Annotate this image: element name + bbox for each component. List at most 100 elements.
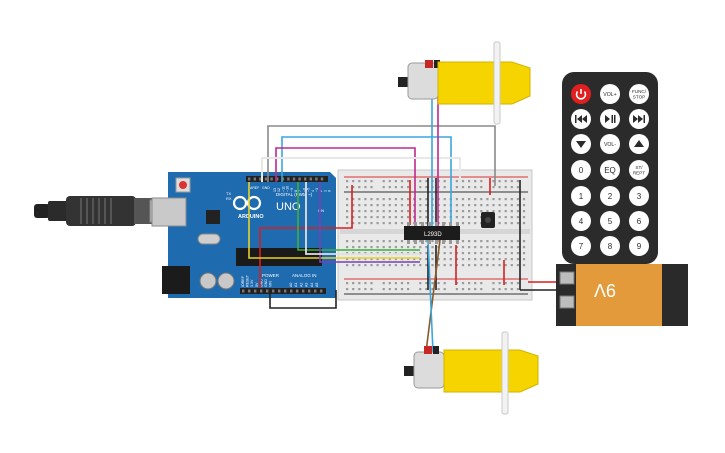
remote-button-label: 8 — [608, 242, 613, 251]
remote-button-digit-2[interactable]: 2 — [600, 186, 620, 206]
remote-button-down[interactable] — [571, 134, 591, 154]
wire-magenta-loop[interactable] — [275, 147, 416, 232]
wire-gray-loop[interactable] — [267, 125, 496, 186]
pin-label: RESET — [246, 274, 250, 287]
remote-button-digit-7[interactable]: 7 — [571, 236, 591, 256]
pin-label: 7 — [298, 190, 302, 192]
remote-button-label: 4 — [579, 217, 584, 226]
pin-label: 4 — [311, 190, 315, 192]
remote-button-label: FUNC/ — [632, 89, 647, 94]
remote-button-label: VOL- — [604, 142, 616, 148]
pin-label: 1 — [323, 190, 327, 192]
pin-label: A3 — [305, 283, 309, 287]
digital-header-label: DIGITAL (PWM ~) — [276, 192, 313, 197]
remote-button-digit-3[interactable]: 3 — [629, 186, 649, 206]
power-icon — [575, 89, 587, 100]
tx-label: TX — [226, 191, 231, 196]
remote-button-label: 9 — [637, 242, 642, 251]
fast-forward-icon — [633, 115, 645, 123]
analog-header-label: ANALOG IN — [292, 273, 317, 278]
wire-green-signal[interactable] — [297, 182, 420, 251]
battery-9v[interactable]: 9V — [556, 264, 688, 326]
atmega-chip — [236, 248, 322, 266]
pin-label: 8 — [294, 190, 298, 192]
pin-label: GND — [264, 279, 268, 287]
capacitor — [199, 272, 217, 290]
rx-label: RX — [226, 196, 232, 201]
remote-button-label: EQ — [604, 166, 616, 175]
remote-button-label: 1 — [579, 192, 584, 201]
pin-label: ~9 — [290, 188, 294, 192]
remote-button-func-stop[interactable]: FUNC/STOP — [629, 84, 649, 104]
remote-button-digit-6[interactable]: 6 — [629, 211, 649, 231]
usb-jack — [151, 197, 187, 227]
wire-white-signal[interactable] — [305, 182, 420, 255]
gnd-label: GND — [262, 186, 270, 190]
triangle-up-icon — [634, 140, 644, 147]
remote-button-digit-9[interactable]: 9 — [629, 236, 649, 256]
remote-button-label: 0 — [579, 166, 584, 175]
remote-button-eq[interactable]: EQ — [600, 160, 620, 180]
remote-button-digit-1[interactable]: 1 — [571, 186, 591, 206]
wire-purple-signal[interactable] — [319, 182, 420, 263]
wire-white-loop[interactable] — [261, 157, 461, 190]
remote-button-vol-up[interactable]: VOL+ — [600, 84, 620, 104]
l293d-chip[interactable]: L293D — [404, 222, 460, 244]
pin-label: A1 — [294, 283, 298, 287]
pin-label: VIN — [269, 281, 273, 287]
pin-label: 2 — [319, 190, 323, 192]
pin-label: IOREF — [241, 275, 245, 287]
remote-button-digit-4[interactable]: 4 — [571, 211, 591, 231]
remote-button-label: 3 — [637, 192, 642, 201]
remote-button-label: 2 — [608, 192, 613, 201]
pin-label: ~10 — [286, 186, 290, 192]
remote-button-digit-5[interactable]: 5 — [600, 211, 620, 231]
pin-label: 13 — [273, 188, 277, 192]
remote-button-vol-down[interactable]: VOL- — [600, 134, 620, 154]
remote-button-st-rept[interactable]: ST/REPT — [629, 160, 649, 180]
dc-motor-top[interactable] — [398, 41, 531, 125]
ir-remote[interactable]: VOL+ FUNC/STOP VOL- 0 EQ ST/REPT 1 2 3 4 5 6 7 8 9 — [562, 72, 658, 264]
usb-cable[interactable] — [34, 196, 171, 226]
wire-motor-top[interactable] — [431, 96, 439, 232]
remote-button-power[interactable] — [571, 84, 591, 104]
pin-label: A0 — [289, 283, 293, 287]
reset-button-cap[interactable] — [179, 181, 187, 189]
pin-label: 12 — [277, 188, 281, 192]
arduino-uno-board[interactable]: ARDUINO UNO DIGITAL (PWM ~) AREF GND TX … — [151, 172, 336, 298]
battery-label: 9V — [594, 280, 616, 300]
wire-motor-bottom[interactable] — [425, 239, 441, 353]
triangle-down-icon — [576, 141, 586, 148]
wire-cyan-loop[interactable] — [281, 136, 452, 232]
dc-motor-bottom[interactable] — [404, 331, 539, 415]
ir-receiver[interactable] — [481, 212, 495, 228]
remote-button-fast-forward[interactable] — [629, 109, 649, 129]
remote-button-digit-0[interactable]: 0 — [571, 160, 591, 180]
power-header-label: POWER — [262, 273, 280, 278]
remote-button-label: ST/ — [635, 165, 643, 170]
pin-label: ~3 — [315, 188, 319, 192]
crystal — [197, 233, 221, 245]
pin-label: ~6 — [302, 188, 306, 192]
chip-label: L293D — [424, 232, 442, 238]
aref-label: AREF — [250, 186, 259, 190]
pin-label: 5V — [255, 282, 259, 287]
pin-label: A2 — [299, 283, 303, 287]
arduino-brand: ARDUINO — [238, 214, 264, 220]
pin-label: ~11 — [281, 186, 285, 192]
rewind-icon — [575, 115, 587, 123]
remote-button-play-pause[interactable] — [600, 109, 620, 129]
pin-label: ~5 — [307, 188, 311, 192]
remote-button-up[interactable] — [629, 134, 649, 154]
remote-button-label: 5 — [608, 217, 613, 226]
pin-label: GND — [259, 279, 263, 287]
pin-label: A5 — [315, 283, 319, 287]
arduino-logo-icon — [232, 195, 262, 211]
wire-yellow-signal[interactable] — [248, 182, 420, 259]
remote-button-digit-8[interactable]: 8 — [600, 236, 620, 256]
on-label: ON — [318, 208, 324, 213]
play-pause-icon — [605, 115, 616, 123]
capacitor — [217, 272, 235, 290]
remote-button-rewind[interactable] — [571, 109, 591, 129]
